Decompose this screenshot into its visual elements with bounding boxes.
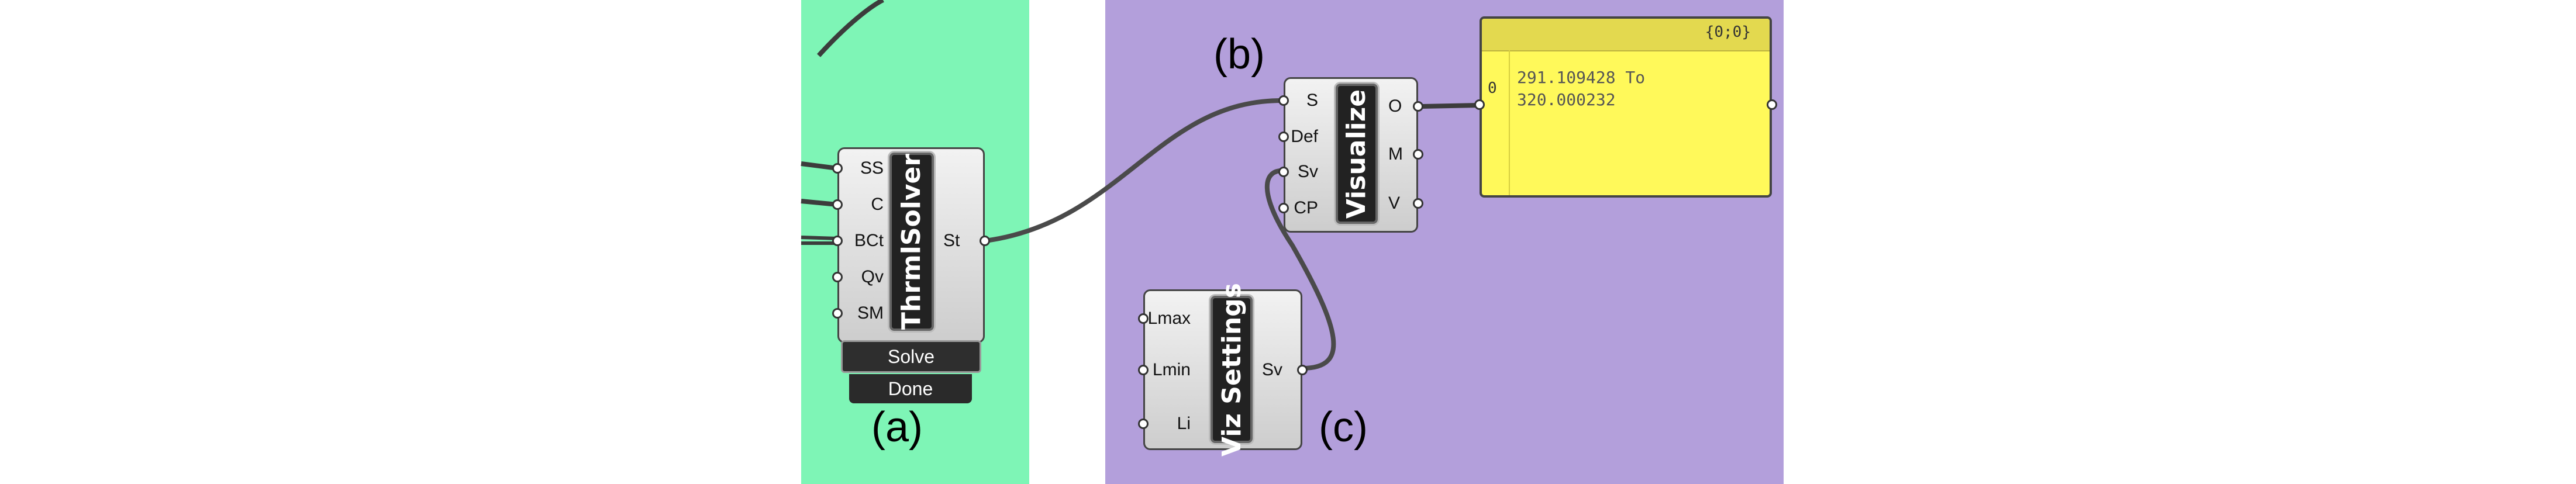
- grip-cp[interactable]: [1278, 203, 1289, 213]
- output-m[interactable]: M: [1388, 144, 1403, 164]
- viz-settings-component[interactable]: Lmax Lmin Li Viz Settings Sv: [1143, 283, 1302, 456]
- grip-lmin[interactable]: [1138, 365, 1149, 375]
- visualize-title: Visualize: [1336, 84, 1378, 224]
- output-o[interactable]: O: [1388, 96, 1402, 116]
- grip-st[interactable]: [980, 236, 990, 246]
- thrml-solver-component[interactable]: SS C BCt Qv SM ThrmlSolver St: [837, 147, 985, 343]
- solver-status: Done: [849, 374, 972, 403]
- grip-sm[interactable]: [832, 308, 843, 319]
- input-lmin[interactable]: Lmin: [1152, 360, 1191, 379]
- grip-qv[interactable]: [832, 272, 843, 282]
- grip-m[interactable]: [1413, 149, 1423, 160]
- input-li[interactable]: Li: [1177, 414, 1191, 433]
- caption-b: (b): [1213, 31, 1265, 78]
- output-st[interactable]: St: [943, 231, 960, 250]
- grip-s[interactable]: [1278, 95, 1289, 106]
- panel-path: {0;0}: [1705, 23, 1751, 41]
- grip-sv-out[interactable]: [1297, 365, 1308, 375]
- viz-settings-title: Viz Settings: [1211, 283, 1253, 456]
- panel-text: 291.109428 To 320.000232: [1517, 68, 1646, 109]
- input-lmax[interactable]: Lmax: [1147, 309, 1191, 328]
- grip-v[interactable]: [1413, 198, 1423, 209]
- panel-index: 0: [1488, 79, 1497, 97]
- grip-panel-out[interactable]: [1767, 99, 1777, 110]
- grip-ss[interactable]: [832, 163, 843, 174]
- panel-gutter: [1482, 50, 1510, 195]
- input-sv[interactable]: Sv: [1297, 162, 1318, 181]
- output-sv[interactable]: Sv: [1262, 360, 1283, 379]
- output-panel[interactable]: {0;0} 0 291.109428 To 320.000232: [1480, 16, 1772, 198]
- input-cp[interactable]: CP: [1294, 198, 1318, 217]
- input-ss[interactable]: SS: [860, 158, 884, 178]
- grip-lmax[interactable]: [1138, 313, 1149, 324]
- grip-li[interactable]: [1138, 419, 1149, 429]
- visualize-component[interactable]: S Def Sv CP Visualize O M V: [1284, 77, 1418, 233]
- wire-st-to-s: [985, 98, 1284, 243]
- grip-o[interactable]: [1413, 101, 1423, 112]
- output-v[interactable]: V: [1388, 193, 1401, 213]
- solve-button[interactable]: Solve: [841, 340, 981, 373]
- wire-o-to-panel: [1422, 103, 1480, 109]
- wire-sv-to-sv: [1264, 168, 1336, 371]
- grip-panel-in[interactable]: [1474, 99, 1485, 110]
- wire-to-c: [801, 199, 838, 207]
- grip-c[interactable]: [832, 199, 843, 210]
- wire-to-ss: [801, 161, 838, 171]
- input-c[interactable]: C: [871, 195, 884, 214]
- grip-bct[interactable]: [832, 236, 843, 246]
- panel-header: {0;0}: [1482, 19, 1770, 51]
- grip-sv-in[interactable]: [1278, 167, 1289, 177]
- caption-c: (c): [1319, 404, 1368, 451]
- caption-a: (a): [871, 404, 923, 451]
- wire-incoming-top: [817, 0, 884, 57]
- input-qv[interactable]: Qv: [861, 267, 884, 286]
- input-sm[interactable]: SM: [857, 303, 884, 323]
- wire-to-bct-1: [801, 236, 838, 240]
- grip-def[interactable]: [1278, 132, 1289, 142]
- input-s[interactable]: S: [1306, 91, 1318, 110]
- thrml-solver-title: ThrmlSolver: [889, 153, 934, 331]
- input-bct[interactable]: BCt: [854, 231, 884, 250]
- input-def[interactable]: Def: [1291, 127, 1318, 146]
